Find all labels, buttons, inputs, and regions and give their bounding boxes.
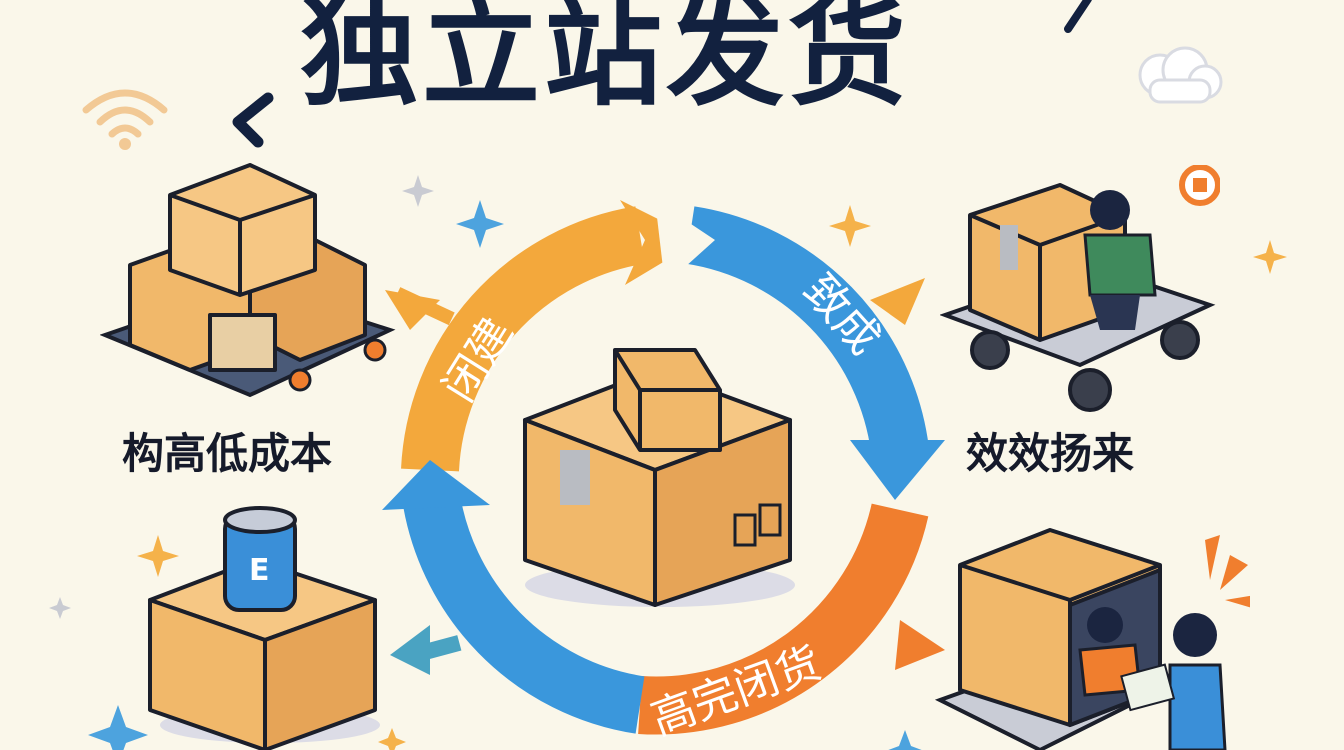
delivery-handoff-icon [934,528,1250,750]
sparkle-icon [1253,240,1287,274]
caption-top-right: 效效扬来 [966,429,1135,478]
stacked-boxes-icon [523,348,795,607]
side-arrow-icon [390,625,430,675]
arc-bottom-left [401,485,645,734]
arc-top-right [685,206,929,455]
pallet-boxes-icon [100,163,396,398]
sparkle-icon [456,200,504,248]
side-arrow-icon [895,620,945,670]
chevron-left-icon [232,92,274,148]
arc-bottom-label: 高完闭货 [645,637,828,745]
svg-text:E: E [249,553,270,588]
sparkle-icon [88,705,148,750]
arrow-head-icon [850,440,945,500]
arc-bottom [638,503,929,735]
side-arrow-icon [870,278,925,325]
sparkle-icon [137,535,179,577]
sparkle-icon [888,730,922,750]
cart-worker-icon [940,165,1220,412]
cloud-icon [1138,46,1223,104]
slash-accent-icon [1064,0,1092,33]
caption-top-left: 构高低成本 [122,429,333,478]
sparkle-icon [829,205,871,247]
arrow-head-icon [382,460,490,510]
box-with-can-icon: E [148,506,380,750]
wifi-icon [82,89,168,150]
arc-top-left [401,206,646,472]
page-title: 独立站发货 [300,0,911,122]
sparkle-icon [378,728,406,750]
